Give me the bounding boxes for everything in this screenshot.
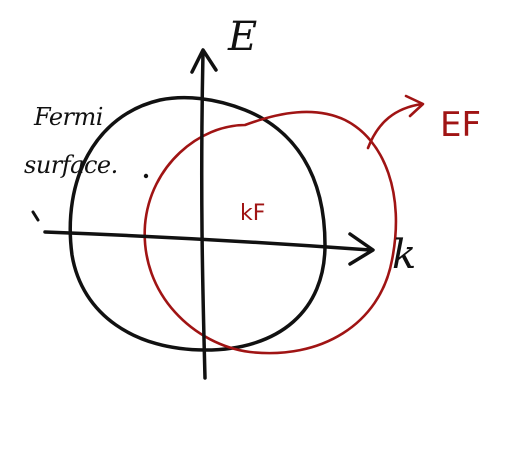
red-shifted-circle xyxy=(143,110,398,355)
fermi-label-line2: surface. xyxy=(24,151,118,179)
momentum-axis-line xyxy=(43,230,372,252)
black-fermi-circle xyxy=(68,95,327,352)
momentum-axis-arrowhead xyxy=(348,232,375,266)
left-tick-mark xyxy=(31,210,40,222)
fermi-label-line1: Fermi xyxy=(33,103,103,131)
dot-mark xyxy=(143,173,149,179)
center-kf-label: kF xyxy=(240,201,265,226)
energy-axis-arrowhead xyxy=(190,48,218,74)
ef-arrowhead xyxy=(404,94,425,118)
ef-curved-arrow xyxy=(366,102,424,150)
energy-axis-label: E xyxy=(227,14,257,60)
fermi-energy-label: EF xyxy=(440,105,481,145)
momentum-axis-label: k xyxy=(392,232,416,278)
energy-axis-line xyxy=(199,50,207,380)
